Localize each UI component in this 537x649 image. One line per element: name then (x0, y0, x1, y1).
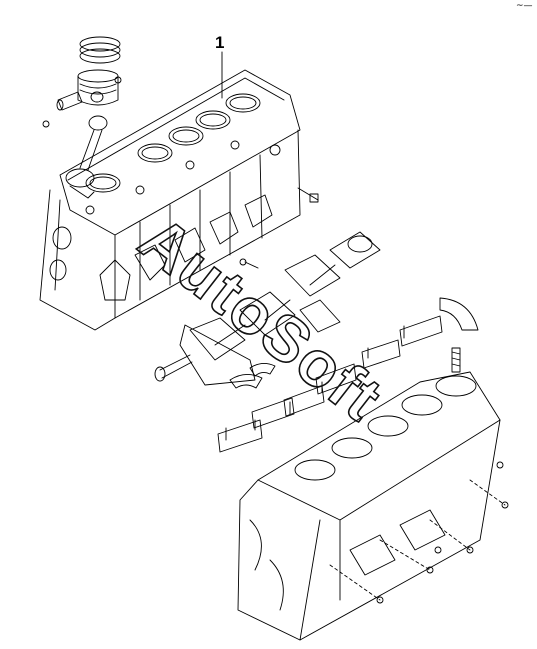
corner-mark: ~— (516, 1, 533, 11)
cylinder-block-top (59, 69, 301, 236)
thrust-washers (229, 297, 479, 389)
callout-1: 1 (215, 33, 225, 52)
rear-seal-plate (179, 324, 256, 386)
spring-pin (451, 347, 461, 373)
lower-crankcase (237, 371, 501, 641)
bolt-heads (376, 461, 509, 604)
main-bearing-caps (217, 315, 443, 453)
block-fittings (239, 187, 319, 269)
connecting-rod (65, 115, 108, 199)
piston-rings (79, 36, 121, 64)
piston (77, 69, 119, 106)
upper-cylinder-block (39, 129, 301, 331)
crankshaft (154, 231, 381, 382)
watermark: AutoSoft (126, 202, 396, 435)
piston-pin (42, 76, 122, 128)
crankcase-bolts (329, 479, 506, 601)
